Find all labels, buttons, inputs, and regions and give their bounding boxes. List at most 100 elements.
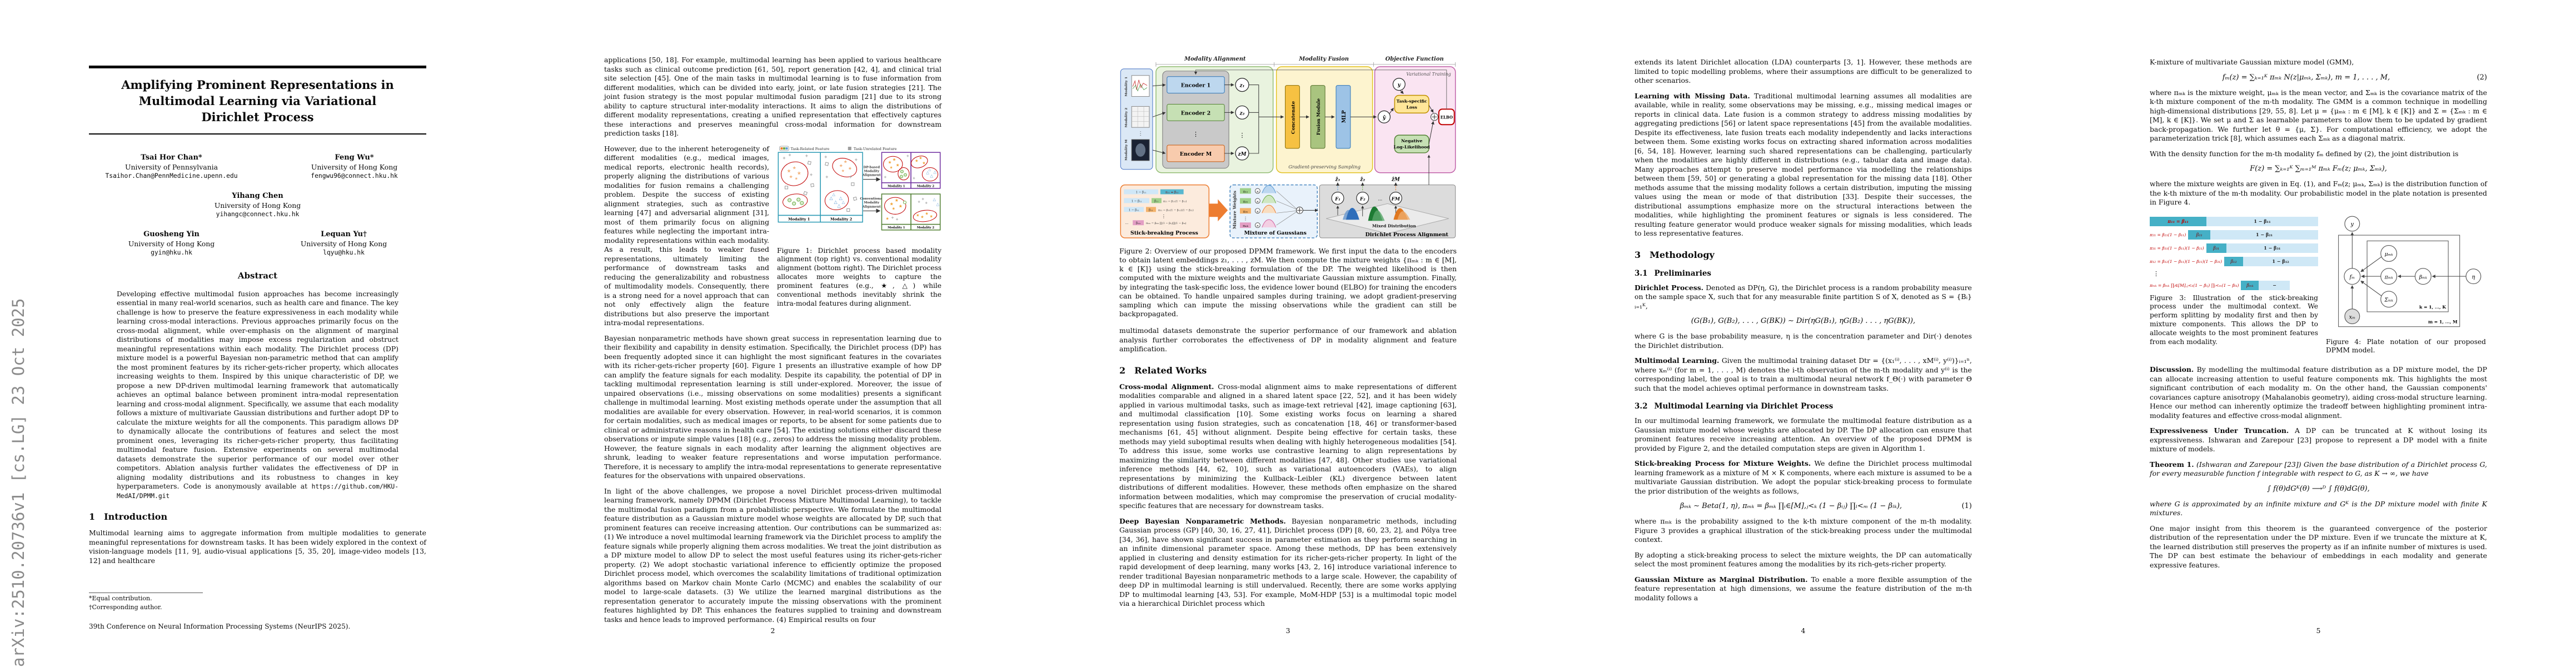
svg-text:★: ★ [848,165,852,171]
equation-number: (2) [2477,73,2487,82]
page-number: 4 [1801,626,1806,635]
sb-eq: π₃₁ = β₃₁(1 − β₁₁)(1 − β₂₁) [1158,208,1194,212]
figure-3: π₁₁ = β₁₁ 1 − β₁₁ π₂₁ = β₂₁(1 − β₁₁) β₂₁… [2150,213,2318,361]
modality-fusion-header: Modality Fusion [1298,56,1349,62]
svg-text:★: ★ [789,173,793,179]
modality-2-label: Modality 2 [917,185,935,188]
figure-2-caption: Figure 2: Overview of our proposed DPMM … [1119,247,1457,318]
paragraph-lead: Multimodal Learning. [1635,356,1720,365]
svg-text:★: ★ [895,197,899,203]
code-link[interactable]: https://github.com/HKU-MedAI/DPMM.git [117,483,398,500]
objective-function-header: Objective Function [1386,56,1444,62]
svg-text:✚: ✚ [825,175,828,179]
modality-1-thumb-label: Modality 1 [1124,77,1128,97]
fusion-module-box: Fusion Module [1316,98,1321,135]
paragraph: applications [50, 18]. For example, mult… [604,56,941,137]
author-2: Feng Wu* University of Hong Kong fengwu9… [299,153,410,180]
y-node: y [2350,221,2354,227]
svg-text:★: ★ [899,203,903,208]
author-4: Guosheng Yin University of Hong Kong gyi… [116,230,227,256]
equation-body: βₘₖ ∼ Beta(1, η), πₘₖ = βₘₖ ∏ᵢ∈[M],ⱼ<ₖ (… [1680,502,1902,510]
paragraph-lead: Gaussian Mixture as Marginal Distributio… [1635,575,1808,584]
paragraph: Multimodal Learning. Given the multimoda… [1635,356,1972,393]
modality-2-label: Modality 2 [830,217,852,221]
decorative-shapes-left: ★★★★★ ✚✚✚✚ ★★★★ △△△△△△ ✚✚✚✚ [781,153,858,212]
svg-text:×: × [1256,224,1259,228]
svg-text:★: ★ [795,176,798,181]
svg-text:✚: ✚ [896,217,899,221]
svg-text:★: ★ [797,171,801,176]
svg-text:★: ★ [893,157,896,162]
svg-text:★: ★ [890,165,893,170]
author-name: Lequan Yu† [321,230,367,238]
dp-arrow-label-3: Alignment [862,173,881,177]
figure1-conventional-result: Modality 1 Modality 2 ★★★★ ★✚✚ △△ ✚✚✚ ★★… [881,193,941,231]
section-title: Multimodal Learning via Dirichlet Proces… [1654,402,1833,411]
paragraph-text: Given the multimodal training dataset Dt… [1635,356,1972,392]
paragraph: Stick-breaking Process for Mixture Weigh… [1635,459,1972,496]
paragraph-text: We define the Dirichlet process multimod… [1635,459,1972,495]
author-3: Yihang Chen University of Hong Kong yiha… [202,192,313,218]
nll-box-line1: Negative [1401,138,1422,143]
conv-arrow-label-3: Alignment [862,205,881,208]
figure2-mixture-box: Mixture Weights π₁₁ π₂₁ π₃₁ ⋮ πₘₖ × × × [1229,184,1318,238]
pi21-chip: π₂₁ [1243,200,1248,203]
paragraph: One major insight from this theorem is t… [2150,524,2487,569]
paragraph-text: Denoted as DP(η, G), the Dirichlet proce… [1635,283,1972,310]
nll-box-line2: Log-Likelihood [1394,145,1431,150]
paragraph-text: Traditional multimodal learning assumes … [1635,91,1972,238]
mixture-of-gaussians-label: Mixture of Gaussians [1244,230,1306,236]
svg-text:...: ... [1378,196,1383,201]
mixed-distribution-label: Mixed Distribution [1372,223,1416,228]
xm-node: xₘ [2349,314,2356,320]
figure1-legend: Task-Related Feature Task-Unrelated Feat… [779,146,897,151]
paragraph: In our multimodal learning framework, we… [1635,416,1972,452]
svg-text:△: △ [936,201,940,206]
modality-1-label: Modality 1 [788,217,810,221]
figure-1-caption: Figure 1: Dirichlet process based modali… [777,246,941,307]
svg-text:⋮: ⋮ [1239,132,1245,139]
modality-m-thumb-label: Modality M [1124,139,1128,160]
equation-1: βₘₖ ∼ Beta(1, η), πₘₖ = βₘₖ ∏ᵢ∈[M],ⱼ<ₖ (… [1635,502,1972,510]
F2-node: F₂ [1359,196,1366,201]
paragraph: Deep Bayesian Nonparametric Methods. Bay… [1119,517,1457,609]
modality-alignment-header: Modality Alignment [1184,56,1246,62]
svg-text:★: ★ [896,162,900,167]
task-loss-box-line2: Loss [1407,104,1418,109]
paragraph-lead: Dirichlet Process. [1635,283,1703,292]
svg-text:★: ★ [925,211,928,216]
intro-paragraph: Multimodal learning aims to aggregate in… [89,529,426,565]
figure1-arrows: DP-based Modality Alignment Conventional… [860,166,884,213]
figure-4-graphic: k = 1, ..., K m = 1, ..., M y fₘ μₘₖ πₘₖ… [2338,216,2482,327]
svg-text:✚: ✚ [810,173,813,177]
dp-alignment-label: Dirichlet Process Alignment [1366,232,1449,238]
svg-text:★: ★ [787,168,791,174]
svg-text:✚: ✚ [824,155,827,159]
z1-node: z₁ [1239,83,1244,89]
author-email: Tsaihor.Chan@PennMedicine.upenn.edu [105,172,238,180]
author-name: Guosheng Yin [143,230,200,238]
svg-text:✚: ✚ [884,175,887,179]
figure-3-caption: Figure 3: Illustration of the stick-brea… [2150,293,2318,346]
eta-node: η [2472,274,2475,280]
footnotes: *Equal contribution. †Corresponding auth… [89,593,426,613]
modality-1-label: Modality 1 [888,226,905,230]
svg-text:△: △ [926,170,929,175]
stick-row-2: π₂₁ = β₂₁(1 − β₁₁) β₂₁ 1 − β₂₁ [2150,230,2318,240]
figure2-objective-region: Variational Training y ŷ Task-specific L… [1194,66,1456,173]
stick-breaking-label: Stick-breaking Process [1130,230,1198,236]
zM-node: zM [1238,152,1247,157]
paragraph-lead: Discussion. [2150,365,2194,374]
title-rule-bottom [89,133,426,135]
author-block: Tsai Hor Chan* University of Pennsylvani… [89,153,426,256]
zhat2-label: ẑ₂ [1359,177,1365,183]
figure-4-caption: Figure 4: Plate notation of our proposed… [2326,337,2486,355]
stick-row-3: π₃₁ = β₃₁(1 − β₁₁)(1 − β₂₁) β₃₁ 1 − β₃₁ [2150,243,2318,253]
paragraph: Gaussian Mixture as Marginal Distributio… [1635,575,1972,603]
stick-bar: 1 − β₃₁ [2226,243,2318,253]
svg-text:✚: ✚ [925,201,928,205]
encoder-m-box: Encoder M [1180,151,1212,157]
svg-text:⋮: ⋮ [1162,214,1166,219]
